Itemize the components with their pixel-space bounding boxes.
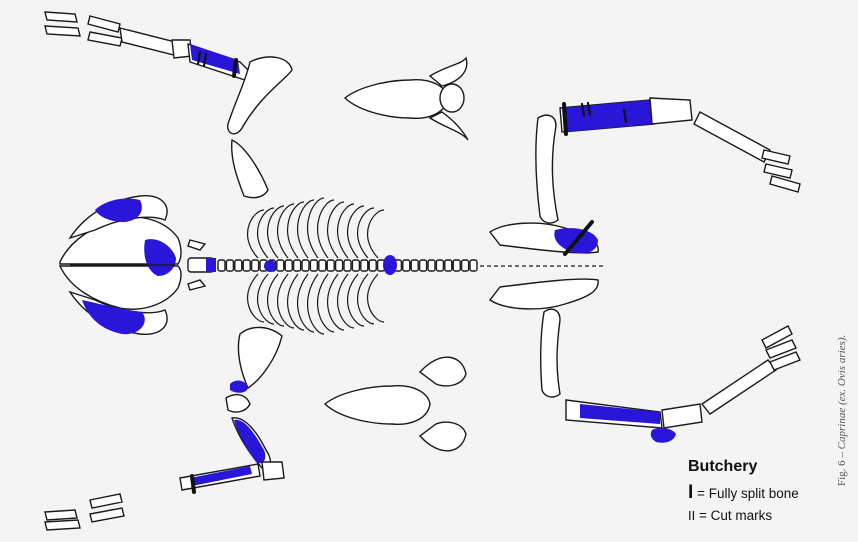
skull-bottom-horn-lower bbox=[420, 422, 466, 451]
forelimb-lower-left bbox=[45, 327, 284, 530]
carpals-ll bbox=[262, 462, 284, 480]
skull-top-horn-lower bbox=[430, 112, 468, 140]
tarsals-ur bbox=[650, 98, 692, 124]
split-symbol: I bbox=[688, 482, 693, 504]
figure-caption: Fig. 6 – Caprinae (ex. Ovis aries). bbox=[836, 335, 848, 486]
caption-prefix: Fig. 6 – bbox=[836, 449, 848, 486]
skull-dorsal-view-top bbox=[345, 58, 468, 140]
vertebral-column bbox=[188, 255, 605, 275]
hyoid-bone-lower bbox=[188, 280, 205, 290]
vertebra bbox=[403, 260, 410, 271]
skull-bottom-outline bbox=[325, 386, 430, 425]
legend-label-cut: Cut marks bbox=[711, 508, 773, 523]
vertebra-row bbox=[218, 260, 477, 271]
lumbar-vertebra-highlight bbox=[383, 255, 397, 275]
vertebra bbox=[277, 260, 284, 271]
tarsals-lr bbox=[662, 404, 702, 428]
split-mark-ur bbox=[564, 104, 566, 134]
vertebra bbox=[235, 260, 242, 271]
metatarsal-ur bbox=[694, 112, 770, 162]
scapula-ll bbox=[238, 327, 282, 388]
skull-top-horn bbox=[430, 58, 467, 86]
pelvis-lower bbox=[490, 279, 598, 309]
legend-label-split: Fully split bone bbox=[709, 486, 799, 501]
vertebra bbox=[411, 260, 418, 271]
femur-lr bbox=[541, 309, 560, 397]
vertebra bbox=[226, 260, 233, 271]
metatarsal-lr bbox=[702, 360, 776, 414]
vertebra bbox=[352, 260, 359, 271]
skull-top-orbit bbox=[440, 84, 464, 112]
split-mark-ll bbox=[192, 476, 194, 492]
rib bbox=[308, 198, 324, 258]
rib bbox=[348, 206, 364, 258]
phalanges-ll bbox=[45, 494, 124, 530]
vertebra bbox=[336, 260, 343, 271]
scapula-ul bbox=[232, 140, 268, 198]
skull-bottom-horn-upper bbox=[420, 357, 466, 386]
vertebra bbox=[445, 260, 452, 271]
skull-group bbox=[60, 196, 181, 335]
rib bbox=[358, 274, 374, 324]
rib bbox=[338, 204, 354, 258]
vertebra bbox=[252, 260, 259, 271]
rib bbox=[328, 274, 344, 330]
legend: Butchery I = Fully split bone II = Cut m… bbox=[688, 458, 799, 527]
humerus-ll bbox=[226, 395, 250, 412]
hyoid-bone-upper bbox=[188, 240, 205, 250]
rib bbox=[308, 274, 324, 334]
calcaneus-highlight bbox=[651, 428, 676, 443]
legend-equals: = bbox=[697, 486, 705, 501]
tibia-ur-highlight bbox=[562, 100, 652, 132]
hindlimb-upper-right bbox=[536, 98, 800, 223]
vertebra bbox=[285, 260, 292, 271]
vertebra bbox=[310, 260, 317, 271]
rib bbox=[338, 274, 354, 328]
rib bbox=[358, 208, 374, 258]
legend-item-split: I = Fully split bone bbox=[688, 482, 799, 505]
vertebra bbox=[302, 260, 309, 271]
vertebra bbox=[344, 260, 351, 271]
hindlimb-lower-right bbox=[541, 309, 800, 443]
vertebra bbox=[361, 260, 368, 271]
vertebra bbox=[428, 260, 435, 271]
split-mark-ul bbox=[234, 60, 236, 76]
forelimb-upper-left bbox=[45, 12, 292, 198]
vertebra bbox=[462, 260, 469, 271]
legend-item-cut: II = Cut marks bbox=[688, 505, 799, 527]
legend-equals: = bbox=[699, 508, 707, 523]
metacarpal-ul bbox=[120, 28, 178, 56]
vertebra bbox=[294, 260, 301, 271]
rib bbox=[368, 274, 384, 322]
vertebra bbox=[453, 260, 460, 271]
cut-symbol: II bbox=[688, 505, 695, 527]
vertebra bbox=[470, 260, 477, 271]
vertebra bbox=[436, 260, 443, 271]
thoracic-vertebra-highlight bbox=[264, 260, 276, 272]
rib bbox=[318, 200, 334, 258]
legend-title: Butchery bbox=[688, 458, 799, 476]
rib bbox=[328, 202, 344, 258]
skull-dorsal-view-bottom bbox=[325, 357, 466, 451]
vertebra bbox=[218, 260, 225, 271]
vertebra bbox=[243, 260, 250, 271]
caption-taxon: Caprinae (ex. Ovis aries). bbox=[836, 335, 848, 450]
phalanges-ul bbox=[45, 12, 122, 46]
vertebra bbox=[319, 260, 326, 271]
vertebra bbox=[420, 260, 427, 271]
phalanges-ur bbox=[762, 150, 800, 192]
vertebra bbox=[369, 260, 376, 271]
rib bbox=[348, 274, 364, 326]
skull-top-outline bbox=[345, 80, 448, 119]
vertebra bbox=[327, 260, 334, 271]
femur-ur bbox=[536, 115, 558, 223]
atlas-highlight bbox=[206, 258, 216, 272]
rib bbox=[318, 274, 334, 332]
rib bbox=[368, 210, 384, 258]
